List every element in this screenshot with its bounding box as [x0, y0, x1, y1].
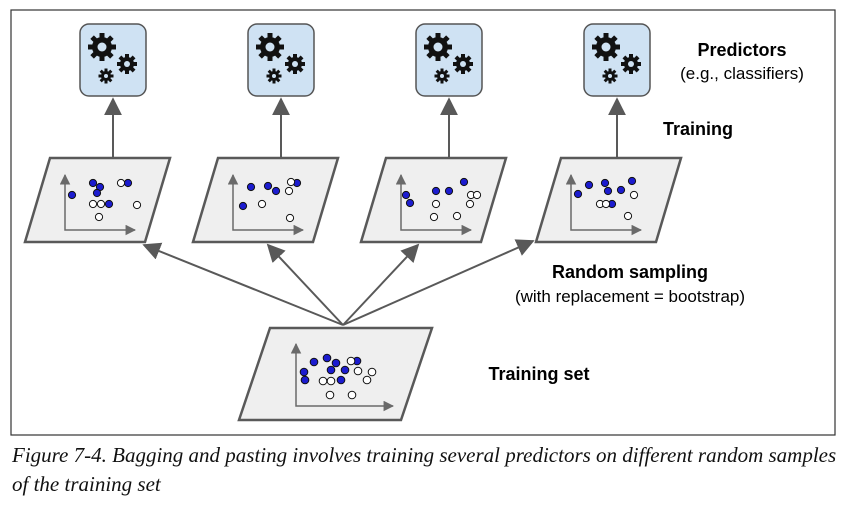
predictors-subtitle: (e.g., classifiers)	[680, 64, 804, 83]
sample-plane-1	[23, 156, 172, 244]
sampling-arrow-4	[342, 239, 535, 326]
training-arrows	[104, 97, 626, 158]
figure-caption: Figure 7-4. Bagging and pasting involves…	[12, 443, 837, 496]
training-label: Training	[663, 119, 733, 139]
predictor-box-1	[79, 23, 147, 97]
predictors-title: Predictors	[697, 40, 786, 60]
sampling-arrow-2	[266, 243, 344, 326]
sample-plane-4	[534, 156, 683, 244]
training-set-label: Training set	[488, 364, 589, 384]
sampling-arrow-3	[342, 243, 420, 326]
random-sampling-label: Random sampling	[552, 262, 708, 282]
sample-plane-2	[191, 156, 340, 244]
sample-plane-3	[359, 156, 508, 244]
predictor-box-2	[247, 23, 315, 97]
sampling-arrows	[142, 239, 535, 326]
training-set-plane	[237, 326, 434, 422]
random-sampling-subtitle: (with replacement = bootstrap)	[515, 287, 745, 306]
sampling-arrow-1	[142, 242, 344, 326]
predictor-box-3	[415, 23, 483, 97]
predictor-box-4	[583, 23, 651, 97]
figure-frame	[10, 9, 836, 436]
